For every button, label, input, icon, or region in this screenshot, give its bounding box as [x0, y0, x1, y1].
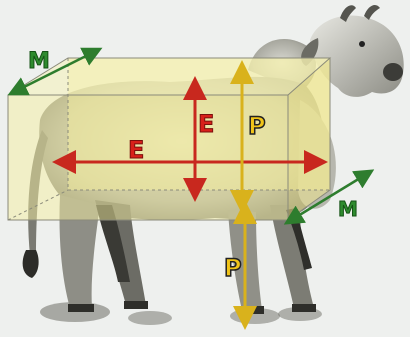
label-p-upper: P [248, 112, 266, 140]
label-e-top: E [198, 110, 214, 138]
label-m-right: M [338, 197, 358, 221]
label-e-left: E [128, 136, 144, 164]
measurement-box [8, 58, 330, 220]
label-m-top: M [28, 49, 50, 74]
label-p-lower: P [224, 254, 242, 282]
